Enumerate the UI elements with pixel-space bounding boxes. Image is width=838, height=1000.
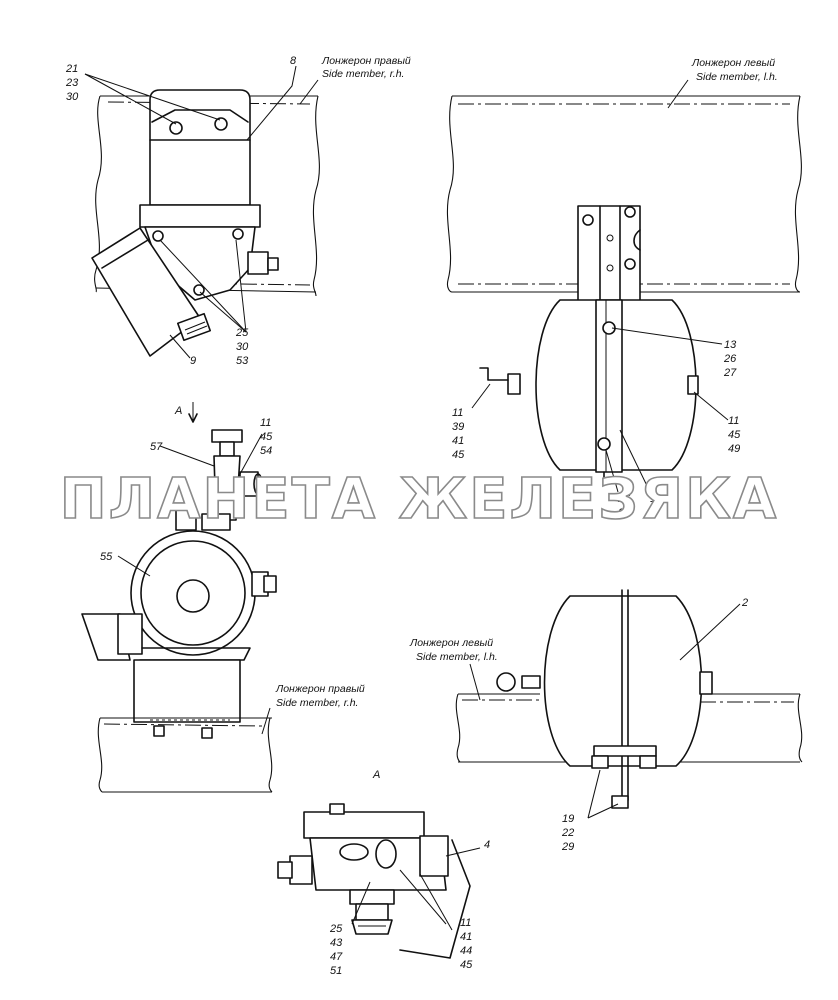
callout-41b: 41 [460, 931, 472, 943]
watermark-text: ПЛАНЕТА ЖЕЛЕЗЯКА [60, 467, 778, 532]
view-middle-right: 2 19 22 29 Лонжерон левый Side member, l… [409, 589, 803, 853]
callout-41: 41 [452, 435, 464, 447]
callout-25: 25 [235, 327, 249, 339]
side-member-ru: Лонжерон правый [321, 55, 411, 67]
callout-43: 43 [330, 937, 343, 949]
callout-39: 39 [452, 421, 464, 433]
valve-housing-top [303, 811, 425, 839]
callout-47: 47 [330, 951, 343, 963]
callout-4: 4 [484, 839, 490, 851]
callout-30: 30 [66, 91, 79, 103]
callout-29: 29 [561, 841, 574, 853]
callout-23: 23 [65, 77, 79, 89]
callout-51: 51 [330, 965, 342, 977]
side-member-ru: Лонжерон левый [409, 637, 493, 649]
view-top-left: 21 23 30 8 25 30 53 9 Лонжерон правый Si… [65, 55, 411, 367]
callout-11b: 11 [728, 415, 739, 427]
strap-bracket [577, 205, 641, 303]
side-member-en: Side member, l.h. [696, 71, 778, 83]
air-receiver-2 [543, 595, 703, 767]
side-member-en: Side member, r.h. [322, 68, 404, 80]
callout-11c: 11 [260, 417, 271, 429]
bolt [214, 117, 228, 131]
side-member-en: Side member, r.h. [276, 697, 358, 709]
callout-54: 54 [260, 445, 272, 457]
clamp-plate [139, 204, 261, 228]
view-bottom-a: A 4 25 43 47 51 11 41 44 45 [277, 769, 490, 977]
side-member-en: Side member, l.h. [416, 651, 498, 663]
callout-44: 44 [460, 945, 472, 957]
side-member-ru: Лонжерон правый [275, 683, 365, 695]
callout-53: 53 [236, 355, 249, 367]
valve-body [213, 455, 241, 521]
callout-19: 19 [562, 813, 574, 825]
break-line-right [312, 95, 320, 297]
callout-45d: 45 [460, 959, 473, 971]
callout-26b: 26 [617, 493, 631, 505]
side-member-ru: Лонжерон левый [691, 57, 775, 69]
callout-27b: 27 [617, 507, 631, 519]
callout-9: 9 [190, 355, 196, 367]
callout-8: 8 [290, 55, 297, 67]
view-top-right: 13 26 27 11 39 41 45 11 45 49 26 27 14 Л… [446, 57, 802, 519]
callout-22: 22 [561, 827, 574, 839]
callout-45: 45 [452, 449, 465, 461]
callout-30b: 30 [236, 341, 249, 353]
callout-27: 27 [723, 367, 737, 379]
mount-bracket [133, 659, 241, 723]
view-a-label: A [372, 769, 380, 781]
bolt [169, 121, 183, 135]
callout-21: 21 [65, 63, 78, 75]
view-middle-left: A 57 11 45 54 [81, 402, 365, 793]
bracket-plate [149, 89, 251, 206]
valve-housing [309, 837, 447, 891]
callout-14: 14 [650, 493, 662, 505]
callout-2: 2 [741, 597, 748, 609]
callout-11d: 11 [460, 917, 471, 929]
callout-49: 49 [728, 443, 740, 455]
callout-11: 11 [452, 407, 463, 419]
main-unit-outer [130, 530, 256, 656]
callout-55: 55 [100, 551, 113, 563]
callout-25b: 25 [329, 923, 343, 935]
callout-26: 26 [723, 353, 737, 365]
callout-45c: 45 [260, 431, 273, 443]
view-arrow-label: A [174, 405, 182, 417]
break-line-left [94, 95, 102, 293]
callout-13: 13 [724, 339, 737, 351]
callout-45b: 45 [728, 429, 741, 441]
callout-57: 57 [150, 441, 163, 453]
